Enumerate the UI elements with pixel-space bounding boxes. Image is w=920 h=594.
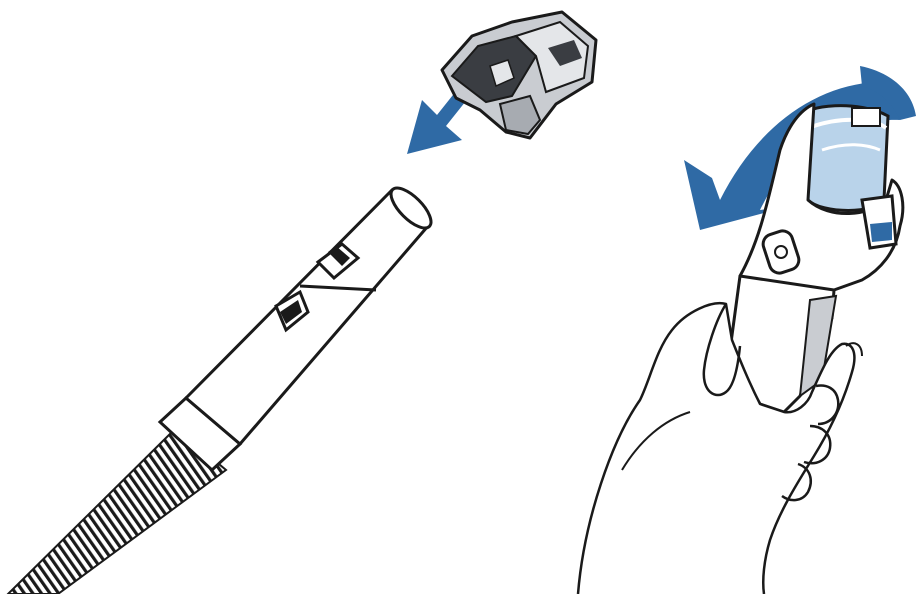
right-panel [578,66,916,594]
crevice-tool [442,12,596,138]
side-latch-accent [870,222,892,242]
wand-tube [186,190,428,444]
left-panel [8,12,596,594]
